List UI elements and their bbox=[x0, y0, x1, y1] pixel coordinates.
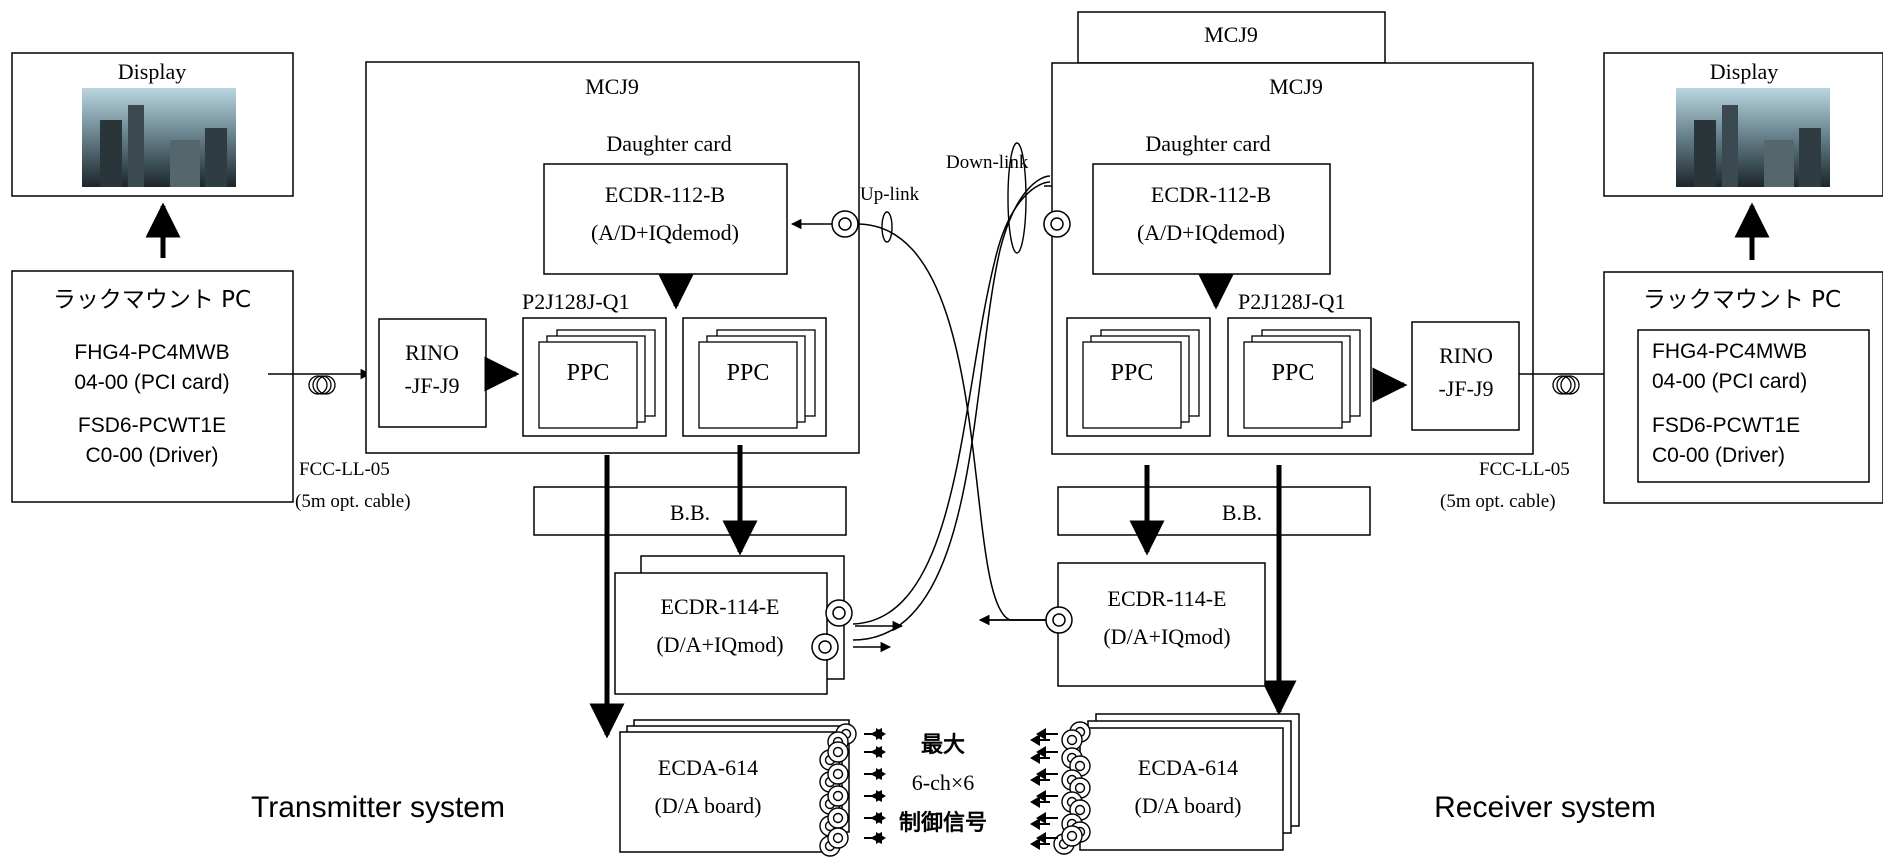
center-line1: 最大 bbox=[921, 733, 965, 758]
right-ecda-connectors bbox=[1030, 721, 1091, 855]
right-rino-line1: RINO bbox=[1439, 343, 1493, 368]
left-ecdr112-line1: ECDR-112-B bbox=[605, 182, 725, 207]
left-ecdr112-box: ECDR-112-B (A/D+IQdemod) bbox=[543, 163, 788, 275]
left-daughter-card-label: Daughter card bbox=[606, 131, 731, 156]
right-ecda614-box: ECDA-614 (D/A board) bbox=[1079, 713, 1300, 851]
right-cable-line1: FCC-LL-05 bbox=[1479, 459, 1570, 480]
left-mcj9-label: MCJ9 bbox=[585, 74, 639, 99]
left-rino-box: RINO -JF-J9 bbox=[378, 318, 487, 428]
right-ecdr112-box: ECDR-112-B (A/D+IQdemod) bbox=[1092, 163, 1331, 275]
right-bb-box: B.B. bbox=[1057, 486, 1371, 536]
right-ecdr112-line2: (A/D+IQdemod) bbox=[1137, 220, 1285, 245]
right-bb-label: B.B. bbox=[1222, 500, 1262, 525]
left-ecda-line1: ECDA-614 bbox=[658, 755, 758, 780]
left-ppc-1: PPC bbox=[522, 317, 667, 437]
left-ppc-2: PPC bbox=[682, 317, 827, 437]
uplink-fiber: Up-link bbox=[790, 175, 1051, 653]
right-ppc-2: PPC bbox=[1227, 317, 1372, 437]
right-optical-cable: FCC-LL-05 (5m opt. cable) bbox=[1440, 368, 1637, 512]
left-ecdr114-line1: ECDR-114-E bbox=[661, 594, 780, 619]
left-bb-box: B.B. bbox=[533, 486, 847, 536]
left-cable-line1: FCC-LL-05 bbox=[299, 459, 390, 480]
right-ecdr114-box: ECDR-114-E (D/A+IQmod) bbox=[1057, 562, 1266, 687]
uplink-label: Up-link bbox=[860, 184, 920, 205]
right-display: Display bbox=[1603, 52, 1883, 197]
right-ecda-line2: (D/A board) bbox=[1135, 793, 1242, 818]
right-display-label: Display bbox=[1710, 59, 1778, 84]
left-driver-line1: FSD6-PCWT1E bbox=[78, 414, 226, 437]
left-display-label: Display bbox=[118, 59, 186, 84]
left-pc-label: ラックマウント PC bbox=[53, 287, 251, 313]
left-driver-line2: C0-00 (Driver) bbox=[85, 444, 218, 467]
right-rackmount-pc: ラックマウント PC FHG4-PC4MWB 04-00 (PCI card) … bbox=[1603, 271, 1883, 504]
left-rino-line2: -JF-J9 bbox=[404, 373, 459, 398]
left-rackmount-pc: ラックマウント PC FHG4-PC4MWB 04-00 (PCI card) … bbox=[11, 270, 294, 503]
left-ecda-line2: (D/A board) bbox=[655, 793, 762, 818]
right-ecdr114-line2: (D/A+IQmod) bbox=[1103, 624, 1230, 649]
left-ppc-1-label: PPC bbox=[567, 360, 610, 386]
left-bb-label: B.B. bbox=[670, 500, 710, 525]
right-pc-label: ラックマウント PC bbox=[1643, 287, 1841, 313]
right-daughter-card-label: Daughter card bbox=[1145, 131, 1270, 156]
right-mcj9-top-tab: MCJ9 bbox=[1077, 11, 1386, 64]
left-rino-line1: RINO bbox=[405, 340, 459, 365]
downlink-label: Down-link bbox=[946, 152, 1029, 173]
left-ecdr114-box: ECDR-114-E (D/A+IQmod) bbox=[614, 555, 853, 695]
right-ecdr114-line1: ECDR-114-E bbox=[1108, 586, 1227, 611]
right-ecdr112-line1: ECDR-112-B bbox=[1151, 182, 1271, 207]
left-display-photo bbox=[82, 88, 236, 187]
right-p2j-label: P2J128J-Q1 bbox=[1238, 289, 1346, 314]
right-ppc-2-label: PPC bbox=[1272, 360, 1315, 386]
left-p2j-label: P2J128J-Q1 bbox=[522, 289, 630, 314]
right-mcj9-label: MCJ9 bbox=[1269, 74, 1323, 99]
right-driver-line2: C0-00 (Driver) bbox=[1652, 444, 1785, 467]
right-card-line2: 04-00 (PCI card) bbox=[1652, 370, 1807, 393]
left-card-line2: 04-00 (PCI card) bbox=[74, 371, 229, 394]
left-system-label: Transmitter system bbox=[251, 791, 505, 824]
center-line2: 6-ch×6 bbox=[912, 770, 975, 795]
left-ecda-connectors bbox=[819, 723, 886, 857]
right-mcj9-top-label: MCJ9 bbox=[1204, 22, 1258, 47]
right-rino-line2: -JF-J9 bbox=[1438, 376, 1493, 401]
right-ppc-1: PPC bbox=[1066, 317, 1211, 437]
right-system-label: Receiver system bbox=[1434, 791, 1656, 824]
left-cable-line2: (5m opt. cable) bbox=[295, 491, 411, 512]
left-ppc-2-label: PPC bbox=[727, 360, 770, 386]
center-line3: 制御信号 bbox=[899, 810, 987, 836]
right-rino-box: RINO -JF-J9 bbox=[1411, 321, 1520, 431]
right-driver-line1: FSD6-PCWT1E bbox=[1652, 414, 1800, 437]
right-ecda-line1: ECDA-614 bbox=[1138, 755, 1238, 780]
left-ecda614-box: ECDA-614 (D/A board) bbox=[619, 719, 850, 853]
left-optical-cable: FCC-LL-05 (5m opt. cable) bbox=[268, 368, 411, 512]
left-ecdr114-line2: (D/A+IQmod) bbox=[656, 632, 783, 657]
right-display-photo bbox=[1676, 88, 1830, 187]
right-cable-line2: (5m opt. cable) bbox=[1440, 491, 1556, 512]
right-card-line1: FHG4-PC4MWB bbox=[1652, 340, 1807, 363]
left-ecdr112-line2: (A/D+IQdemod) bbox=[591, 220, 739, 245]
right-ppc-1-label: PPC bbox=[1111, 360, 1154, 386]
left-card-line1: FHG4-PC4MWB bbox=[74, 341, 229, 364]
left-display: Display bbox=[11, 52, 294, 197]
